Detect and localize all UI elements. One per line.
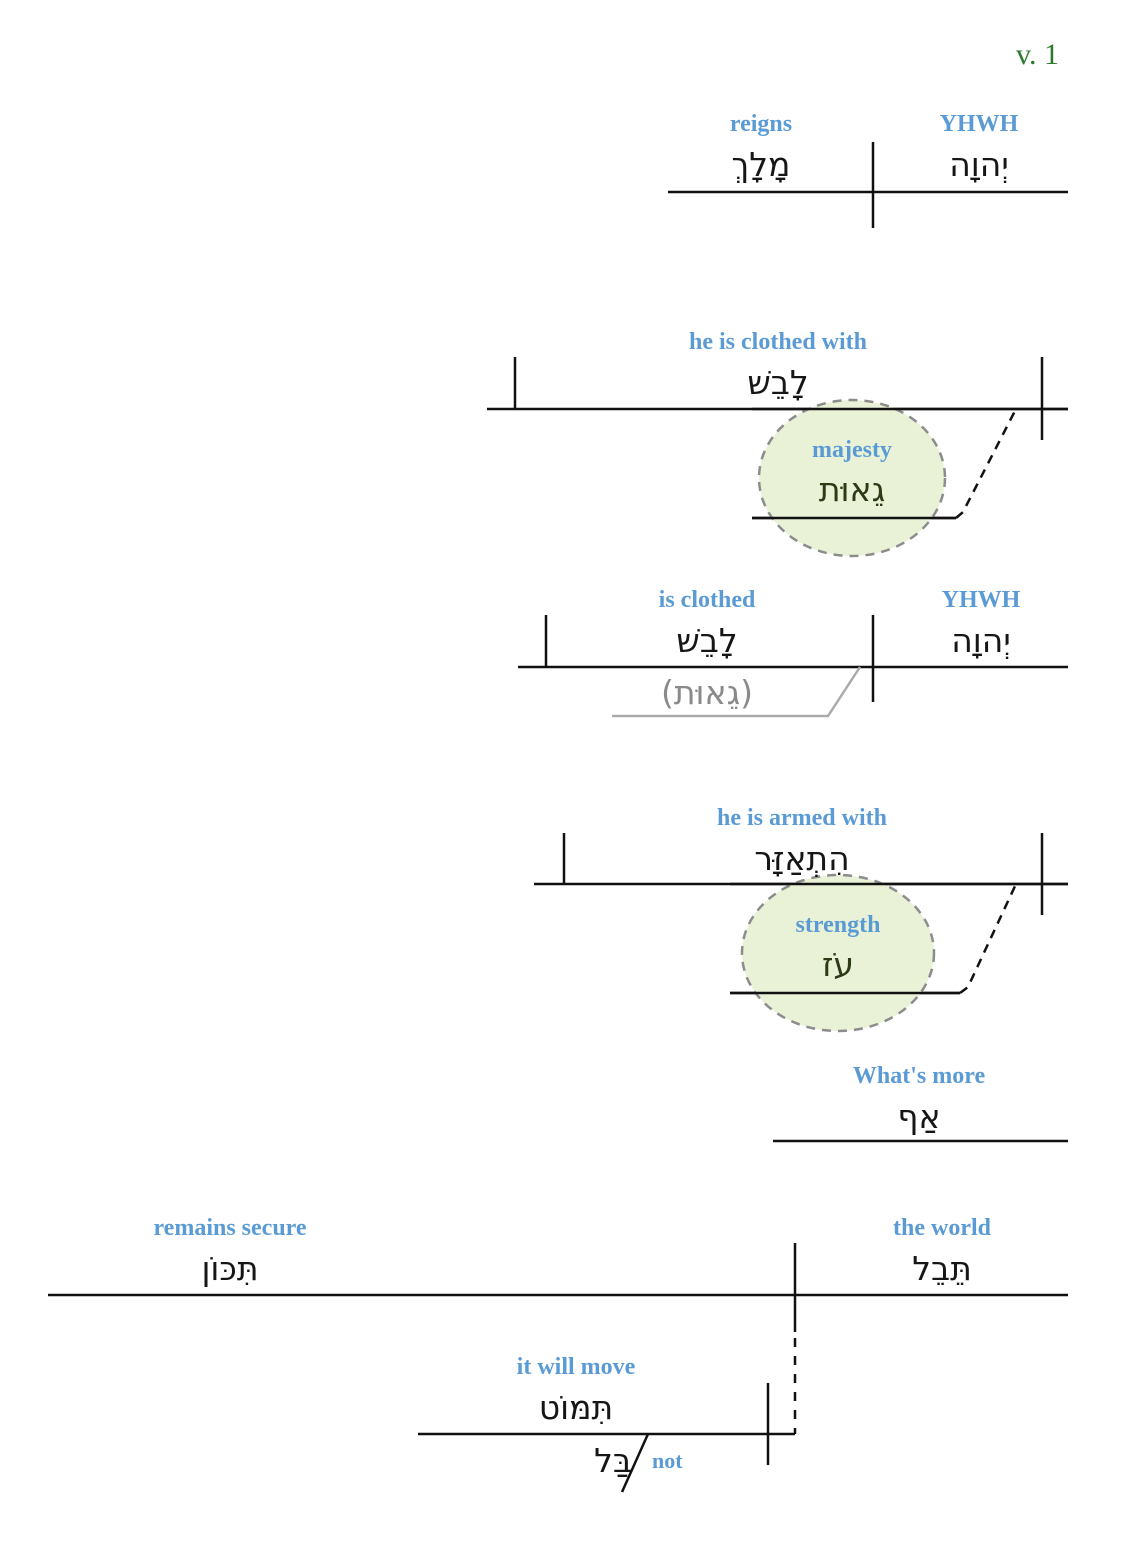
clause-7-adverb-hebrew: בַּל [594, 1441, 632, 1480]
clause-2-object-connector [955, 408, 1018, 519]
clause-5-conjunction-hebrew: אַף [897, 1097, 941, 1136]
clause-7-predicate-gloss: it will move [516, 1354, 636, 1380]
clause-3-predicate-gloss: is clothed [658, 587, 756, 613]
clause-4-object-gloss: strength [795, 912, 881, 938]
clause-6-subject-hebrew: תֵּבֵל [912, 1249, 972, 1288]
clause-4-predicate-gloss: he is armed with [717, 805, 887, 831]
clause-1-predicate-gloss: reigns [729, 111, 793, 137]
clause-4-predicate-hebrew: הִתְאַזָּר [754, 839, 850, 878]
clause-5-conjunction-gloss: What's more [852, 1063, 986, 1089]
clause-1-predicate-hebrew: מָלָךְ [731, 145, 791, 184]
clause-6-predicate-hebrew: תִּכּוֹן [201, 1249, 259, 1288]
clause-3-subject-gloss: YHWH [941, 587, 1021, 613]
clause-2-predicate-gloss: he is clothed with [688, 329, 868, 355]
clause-1-subject-hebrew: יְהוָה [949, 145, 1009, 184]
clause-2-predicate-hebrew: לָבֵשׁ [747, 363, 809, 402]
verse-label: v. 1 [1016, 38, 1060, 71]
clause-2-object-gloss: majesty [812, 437, 892, 463]
clause-3-subject-hebrew: יְהוָה [951, 621, 1011, 660]
clause-2-object-hebrew: גֵאוּת [818, 470, 886, 509]
clause-7-adverb-gloss: not [652, 1448, 683, 1473]
clause-3-elided-object-hebrew: (גֵאוּת) [660, 673, 754, 712]
clause-3-predicate-hebrew: לָבֵשׁ [676, 621, 738, 660]
clause-7-predicate-hebrew: תִּמּוֹט [538, 1388, 614, 1427]
clause-6-subject-gloss: the world [893, 1215, 991, 1241]
clause-1-subject-gloss: YHWH [939, 111, 1019, 137]
clause-4-object-hebrew: עֹז [821, 945, 855, 984]
clause-6-predicate-gloss: remains secure [153, 1215, 307, 1241]
clause-4-object-connector [959, 883, 1018, 994]
